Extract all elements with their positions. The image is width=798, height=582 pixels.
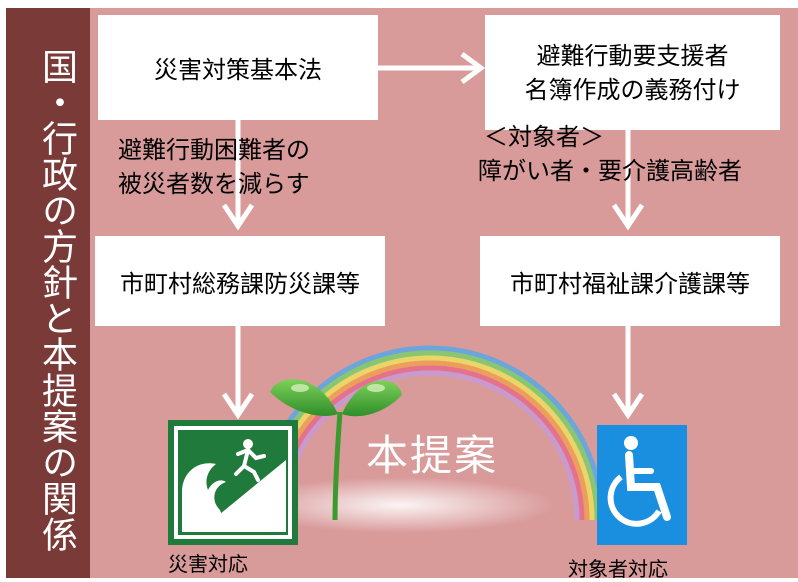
sprout-icon (270, 379, 402, 521)
left-caption: 避難行動困難者の 被災者数を減らす (118, 133, 378, 201)
left-caption-line1: 避難行動困難者の (118, 136, 310, 164)
right-caption: ＜対象者＞ 障がい者・要介護高齢者 (478, 120, 788, 188)
right-caption-line2: 障がい者・要介護高齢者 (478, 157, 742, 185)
welfare-dept-box: 市町村福祉課介護課等 (480, 236, 780, 326)
arrow-law-to-bosai (221, 120, 255, 231)
welfare-dept-label: 市町村福祉課介護課等 (510, 269, 750, 298)
arrow-fukushi-to-target (611, 326, 645, 420)
arrow-bosai-to-disaster (221, 326, 255, 420)
glow-ellipse (245, 477, 555, 533)
left-caption-line2: 被災者数を減らす (118, 170, 310, 198)
target-response-label: 対象者対応 (568, 557, 668, 581)
arrow-duty-to-fukushi (611, 130, 645, 231)
right-caption-line1: ＜対象者＞ (484, 123, 604, 151)
arrow-law-to-duty (378, 51, 486, 85)
bosai-dept-label: 市町村総務課防災課等 (120, 269, 360, 298)
sidebar-title: 国・行政の方針と本提案の関係 (36, 48, 77, 552)
duty-label-line2: 名簿作成の義務付け (524, 75, 741, 104)
duty-label-line1: 避難行動要支援者 (536, 41, 729, 70)
bosai-dept-box: 市町村総務課防災課等 (95, 236, 385, 326)
law-label: 災害対策基本法 (154, 56, 322, 84)
duty-box: 避難行動要支援者 名簿作成の義務付け (485, 15, 780, 130)
proposal-label: 本提案 (366, 431, 499, 480)
disaster-response-label: 災害対応 (168, 552, 248, 576)
wheelchair-icon (597, 425, 687, 545)
tsunami-evacuation-icon (168, 420, 298, 545)
law-box: 災害対策基本法 (98, 15, 378, 120)
sidebar: 国・行政の方針と本提案の関係 (6, 8, 90, 578)
